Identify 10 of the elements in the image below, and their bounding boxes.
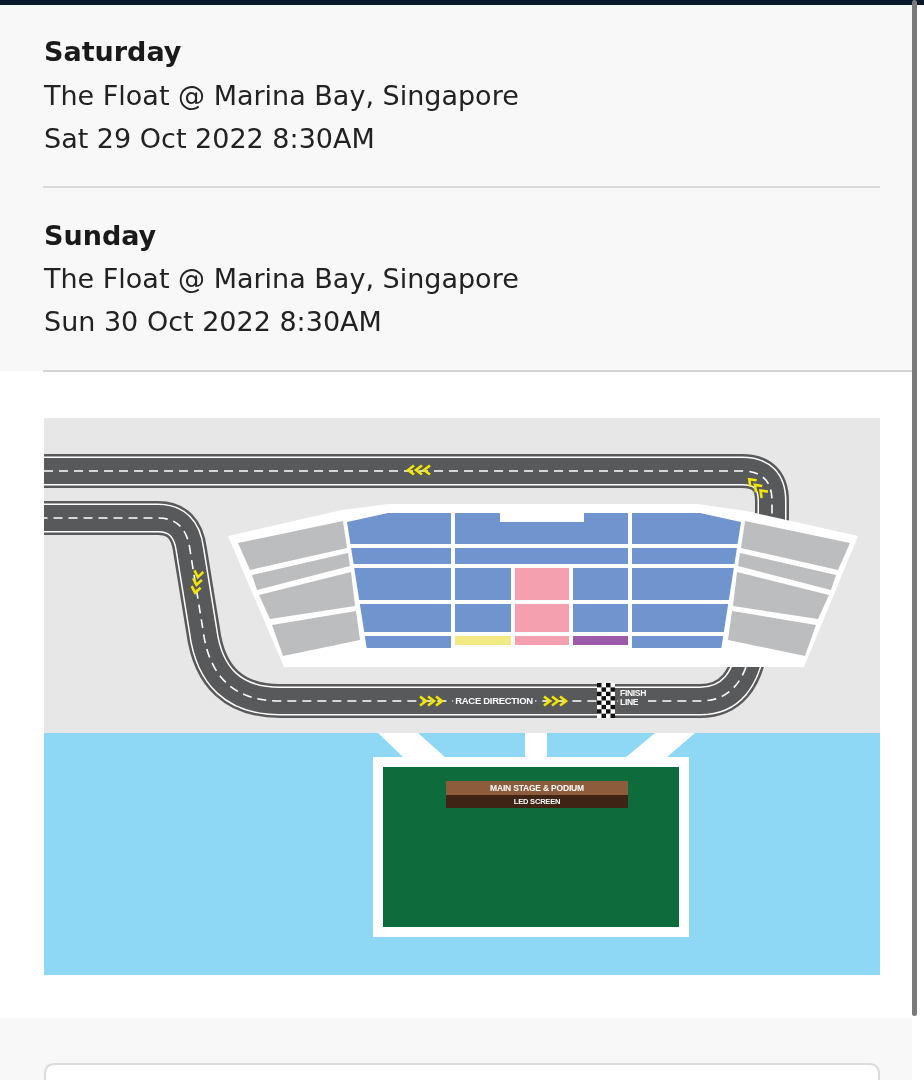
date-text: Sat 29 Oct 2022 8:30AM bbox=[44, 122, 375, 156]
venue-text: The Float @ Marina Bay, Singapore bbox=[44, 79, 519, 113]
finish-line-text: FINISH LINE bbox=[618, 689, 649, 707]
day-heading: Sunday bbox=[44, 219, 157, 253]
day-heading: Saturday bbox=[44, 35, 182, 69]
stage-platform bbox=[373, 757, 689, 937]
race-direction-text: RACE DIRECTION bbox=[453, 695, 535, 707]
venue-text: The Float @ Marina Bay, Singapore bbox=[44, 262, 519, 296]
podium-banner: MAIN STAGE & PODIUM bbox=[446, 781, 628, 795]
date-text: Sun 30 Oct 2022 8:30AM bbox=[44, 305, 382, 339]
